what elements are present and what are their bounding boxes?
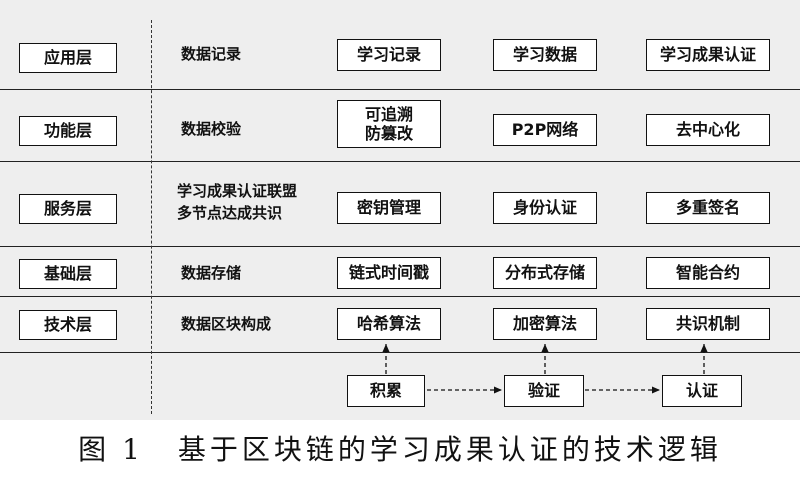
separator-line: [0, 246, 800, 247]
layer-label-function: 功能层: [19, 116, 117, 146]
item-box: 身份认证: [493, 192, 597, 224]
column-divider: [151, 20, 152, 414]
layer-label-technology: 技术层: [19, 310, 117, 340]
caption-number: 1: [122, 433, 144, 466]
item-box: 智能合约: [646, 257, 770, 289]
item-box: 哈希算法: [337, 308, 441, 340]
layer-description: 学习成果认证联盟 多节点达成共识: [177, 181, 297, 225]
layer-label-application: 应用层: [19, 43, 117, 73]
separator-line: [0, 296, 800, 297]
layer-label-foundation: 基础层: [19, 259, 117, 289]
item-box: 学习成果认证: [646, 39, 770, 71]
diagram-panel: 应用层 功能层 服务层 基础层 技术层 数据记录 数据校验 学习成果认证联盟 多…: [0, 0, 800, 420]
item-box: 加密算法: [493, 308, 597, 340]
item-box: 密钥管理: [337, 192, 441, 224]
description-line: 数据校验: [181, 120, 242, 138]
separator-line: [0, 352, 800, 353]
layer-description: 数据区块构成: [181, 314, 271, 336]
description-line: 数据记录: [181, 45, 242, 63]
item-box: 可追溯 防篡改: [337, 100, 441, 148]
item-box: 共识机制: [646, 308, 770, 340]
item-box: 去中心化: [646, 114, 770, 146]
item-text-line: 防篡改: [364, 124, 413, 143]
flow-step-certify: 认证: [662, 375, 742, 407]
layer-description: 数据记录: [181, 44, 241, 66]
flow-step-accumulate: 积累: [347, 375, 425, 407]
item-box: P2P网络: [493, 114, 597, 146]
flow-arrows: [382, 344, 708, 394]
item-box: 链式时间戳: [337, 257, 441, 289]
layer-description: 数据校验: [181, 119, 241, 141]
item-box: 多重签名: [646, 192, 770, 224]
caption-title: 基于区块链的学习成果认证的技术逻辑: [177, 433, 722, 466]
description-line: 数据区块构成: [181, 315, 272, 333]
description-line: 学习成果认证联盟: [177, 182, 298, 200]
item-box: 学习数据: [493, 39, 597, 71]
layer-description: 数据存储: [181, 263, 241, 285]
caption-label: 图: [78, 433, 111, 466]
flow-step-verify: 验证: [504, 375, 584, 407]
separator-line: [0, 161, 800, 162]
layer-label-service: 服务层: [19, 194, 117, 224]
item-text-line: 可追溯: [364, 104, 413, 124]
item-box: 分布式存储: [493, 257, 597, 289]
item-box: 学习记录: [337, 39, 441, 71]
description-line: 数据存储: [181, 264, 242, 282]
separator-line: [0, 89, 800, 90]
description-line: 多节点达成共识: [177, 203, 283, 222]
